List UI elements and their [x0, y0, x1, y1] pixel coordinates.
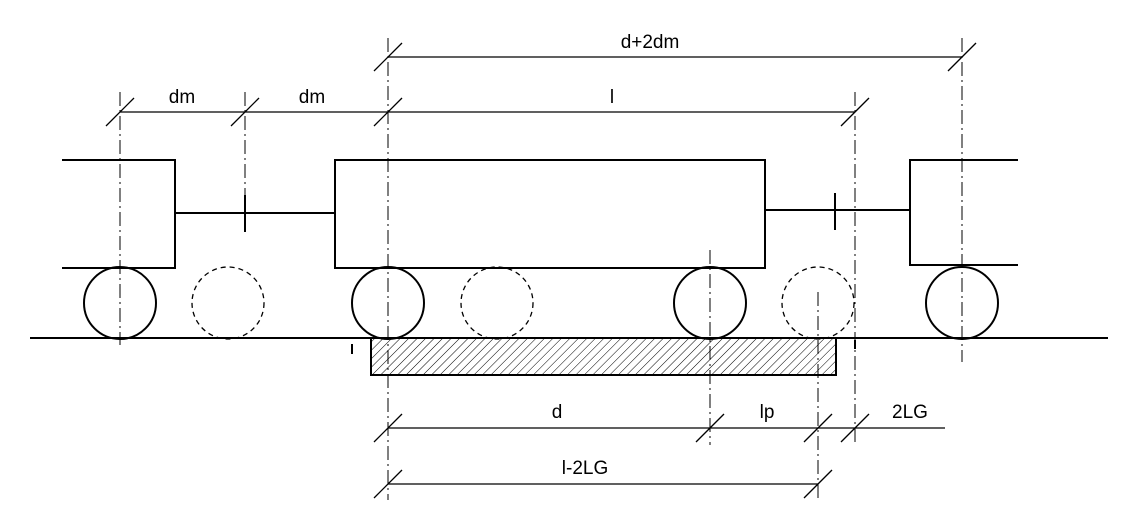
ghost-wheel-middle [460, 266, 534, 340]
left-coupling [175, 195, 335, 232]
label-d-plus-2dm: d+2dm [621, 32, 680, 53]
main-wagon-wheel-2 [673, 266, 747, 340]
ghost-wheel-left [191, 266, 265, 340]
right-coupling [765, 193, 910, 230]
dimension-d-plus-2dm [373, 42, 977, 72]
label-dm-right: dm [299, 87, 325, 108]
right-wagon-wheel [925, 266, 999, 340]
main-wagon-wheel-1 [351, 266, 425, 340]
label-l-minus-2lg: l-2LG [562, 458, 608, 479]
dimension-l-minus-2lg [373, 469, 833, 499]
left-wagon [62, 159, 176, 340]
label-lp: lp [760, 402, 775, 423]
dimension-d-lp-2lg [373, 413, 945, 443]
label-l: l [610, 87, 614, 108]
dimension-dm-dm-l [105, 97, 870, 127]
ghost-wheel-right [781, 266, 855, 340]
right-wagon [909, 159, 1018, 340]
label-2lg: 2LG [892, 402, 928, 423]
weighing-platform [370, 337, 837, 376]
label-d: d [552, 402, 563, 423]
label-dm-left: dm [169, 87, 195, 108]
left-wagon-wheel [83, 266, 157, 340]
main-wagon-body [334, 159, 766, 269]
